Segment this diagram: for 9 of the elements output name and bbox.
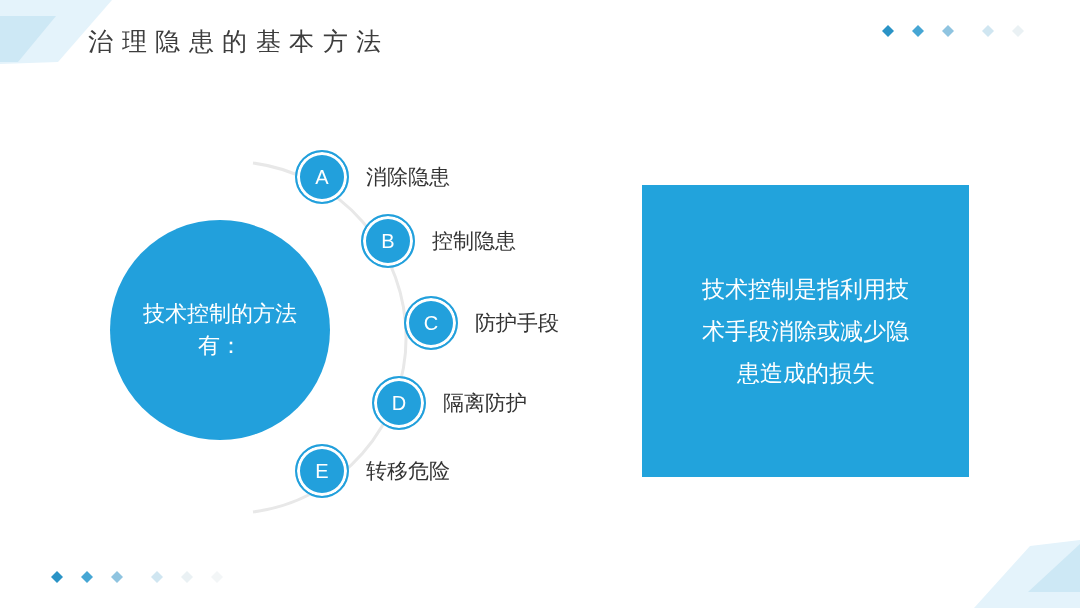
slide-title: 治理隐患的基本方法 xyxy=(88,26,390,57)
node-text: 技术控制的方法有： xyxy=(142,300,298,360)
item-label: 转移危险 xyxy=(366,458,450,484)
description-panel xyxy=(642,185,969,477)
item-label: 消除隐患 xyxy=(366,164,450,190)
item-label: 隔离防护 xyxy=(443,390,527,416)
item-label: 防护手段 xyxy=(475,310,559,336)
item-label: 控制隐患 xyxy=(432,228,516,254)
description-text: 技术控制是指利用技术手段消除或减少隐患造成的损失 xyxy=(701,275,910,388)
